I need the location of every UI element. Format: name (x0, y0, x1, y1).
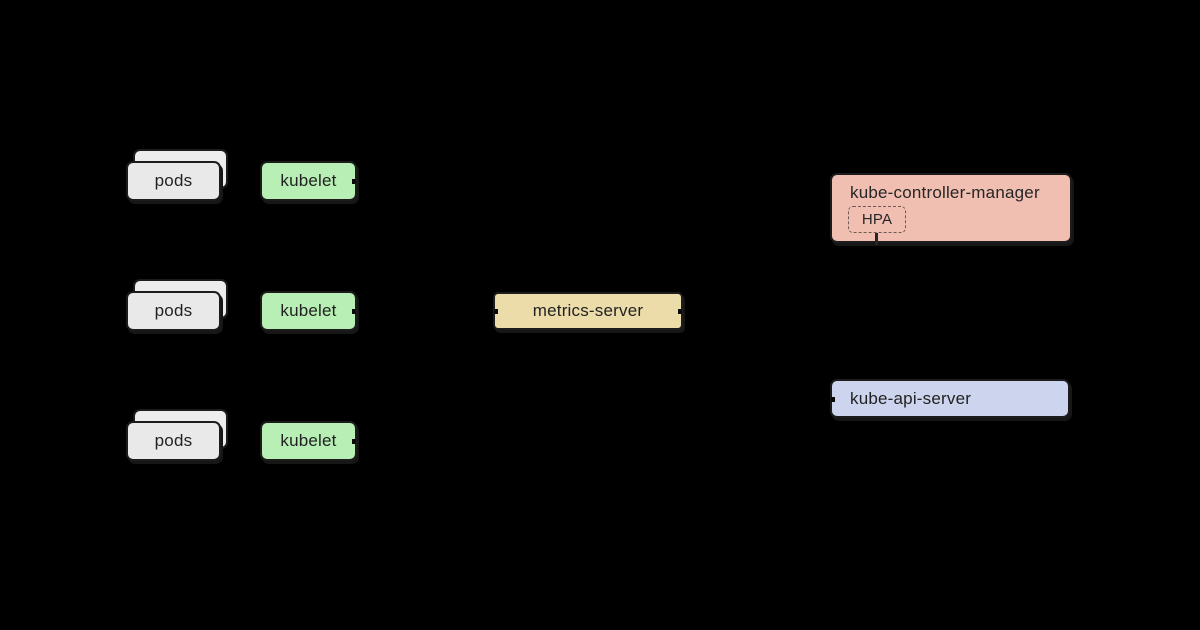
kubelet-node-2: kubelet (260, 291, 357, 331)
kubelet-label: kubelet (280, 431, 337, 450)
kube-api-server-node: kube-api-server (830, 379, 1070, 418)
metrics-server-label: metrics-server (532, 301, 644, 320)
edge-stub (352, 439, 356, 444)
hpa-connector-line (875, 233, 878, 245)
edge-stub (352, 179, 356, 184)
kubelet-node-1: kubelet (260, 161, 357, 201)
kubelet-label: kubelet (280, 301, 337, 320)
pods-stack-front-card: pods (126, 161, 221, 201)
pods-label: pods (154, 431, 193, 450)
hpa-node: HPA (848, 206, 906, 233)
edge-stub (494, 309, 498, 314)
pods-node-2: pods (126, 279, 229, 332)
metrics-server-node: metrics-server (493, 292, 683, 330)
pods-label: pods (154, 171, 193, 190)
kube-controller-manager-label: kube-controller-manager (850, 183, 1040, 202)
pods-node-3: pods (126, 409, 229, 462)
kube-api-server-label: kube-api-server (850, 388, 972, 408)
pods-node-1: pods (126, 149, 229, 202)
kubelet-node-3: kubelet (260, 421, 357, 461)
hpa-label: HPA (861, 211, 893, 228)
pods-stack-front-card: pods (126, 291, 221, 331)
pods-label: pods (154, 301, 193, 320)
edge-stub (831, 396, 835, 402)
pods-stack-front-card: pods (126, 421, 221, 461)
edge-stub (678, 309, 682, 314)
kubelet-label: kubelet (280, 171, 337, 190)
edge-stub (352, 309, 356, 314)
kube-controller-manager-node: kube-controller-manager HPA (830, 173, 1072, 245)
